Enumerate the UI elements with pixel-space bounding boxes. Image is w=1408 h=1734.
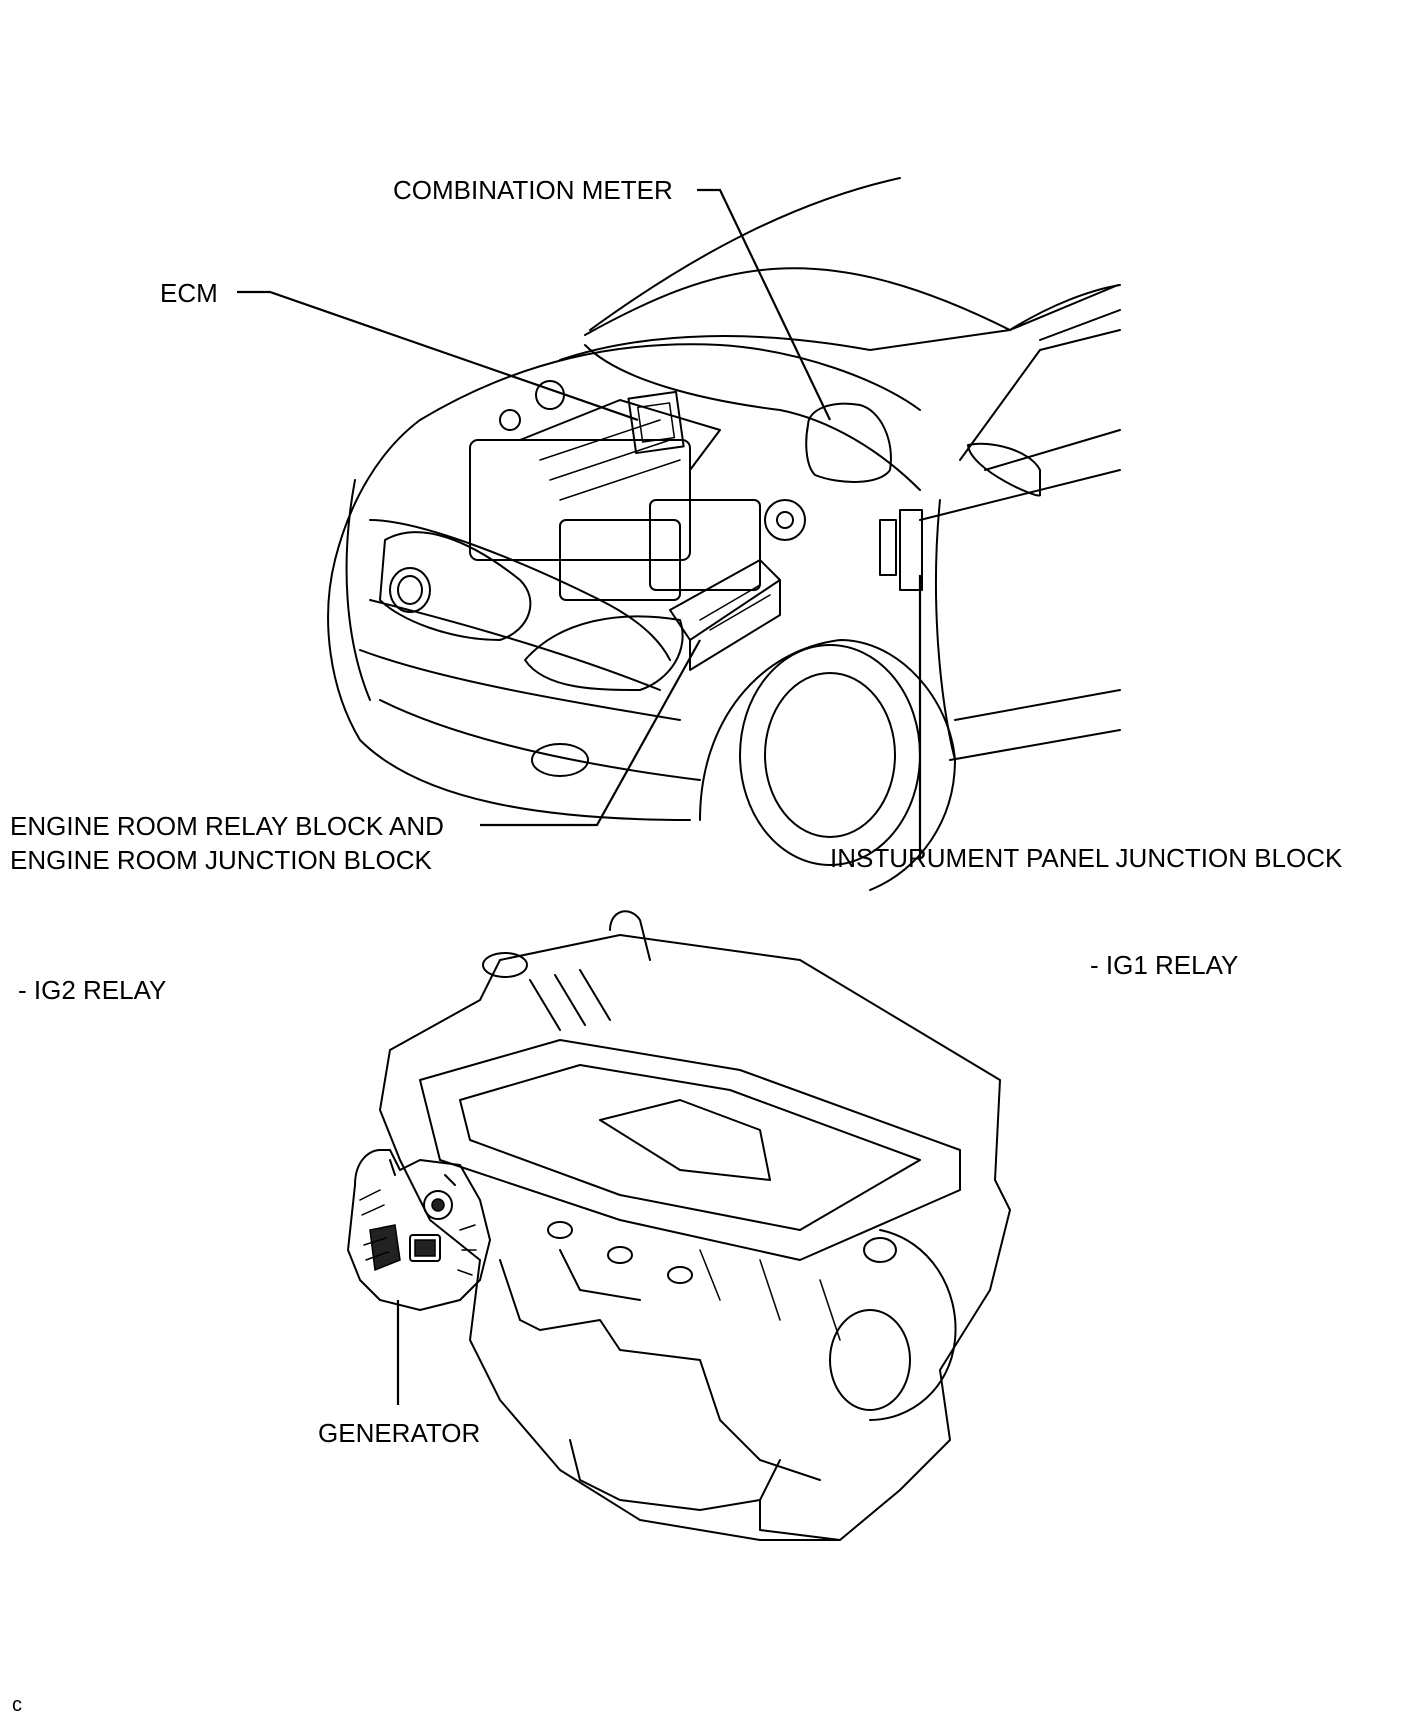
corner-code-label: c <box>12 1694 22 1716</box>
instrument-panel-junction-label: INSTURUMENT PANEL JUNCTION BLOCK <box>830 843 1343 873</box>
car-illustration <box>327 177 1121 891</box>
ig1-relay-label: - IG1 RELAY <box>1090 950 1239 980</box>
combination-meter-label: COMBINATION METER <box>393 175 673 205</box>
ecm-label: ECM <box>160 278 218 308</box>
generator-label: GENERATOR <box>318 1418 481 1448</box>
engine-room-relay-label-line2: ENGINE ROOM JUNCTION BLOCK <box>10 845 432 875</box>
engine-illustration <box>347 910 1011 1541</box>
ig2-relay-label: - IG2 RELAY <box>18 975 167 1005</box>
engine-room-relay-label-line1: ENGINE ROOM RELAY BLOCK AND <box>10 811 444 841</box>
leader-lines <box>237 188 922 1405</box>
